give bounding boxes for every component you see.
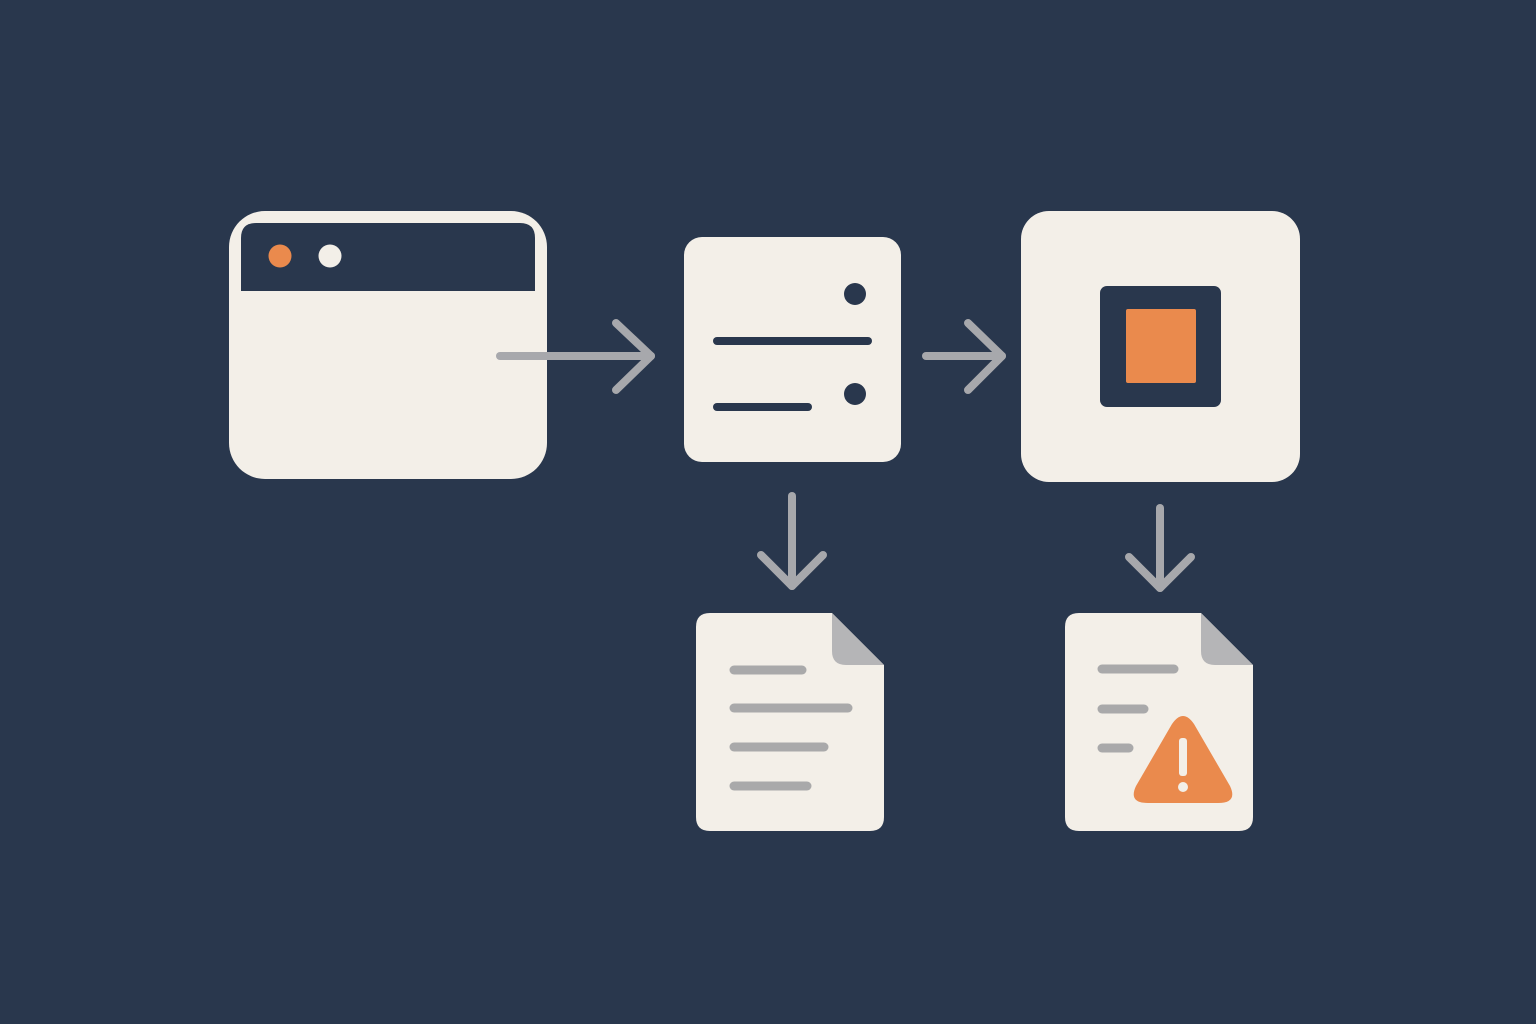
document-warning-icon <box>1065 613 1253 831</box>
error-document-fold <box>1201 613 1253 665</box>
warning-exclamation-dot <box>1178 782 1188 792</box>
arrow-browser-to-server <box>496 319 655 394</box>
browser-window-icon <box>229 211 547 479</box>
browser-dot-light <box>318 244 342 268</box>
browser-dot-orange <box>268 244 292 268</box>
warning-icon <box>1133 716 1233 803</box>
server-led-top <box>844 283 866 305</box>
browser-window-titlebar <box>241 223 535 291</box>
arrow-server-to-document <box>757 492 827 590</box>
arrow-head <box>612 319 655 394</box>
document-text-lines <box>729 665 853 791</box>
server-icon <box>684 237 901 462</box>
arrow-processor-to-error-document <box>1125 504 1195 592</box>
arrow-head <box>964 319 1006 394</box>
arrow-head <box>757 551 827 590</box>
arrow-head <box>1125 553 1195 592</box>
cpu-chip-icon <box>1021 211 1300 482</box>
processor-core <box>1126 309 1196 383</box>
server-body <box>684 237 901 462</box>
error-document-text-lines <box>1097 664 1179 753</box>
warning-exclamation-bar <box>1179 738 1187 776</box>
arrow-server-to-processor <box>922 319 1006 394</box>
server-led-bottom <box>844 383 866 405</box>
document-fold <box>832 613 884 665</box>
document-icon <box>696 613 884 831</box>
